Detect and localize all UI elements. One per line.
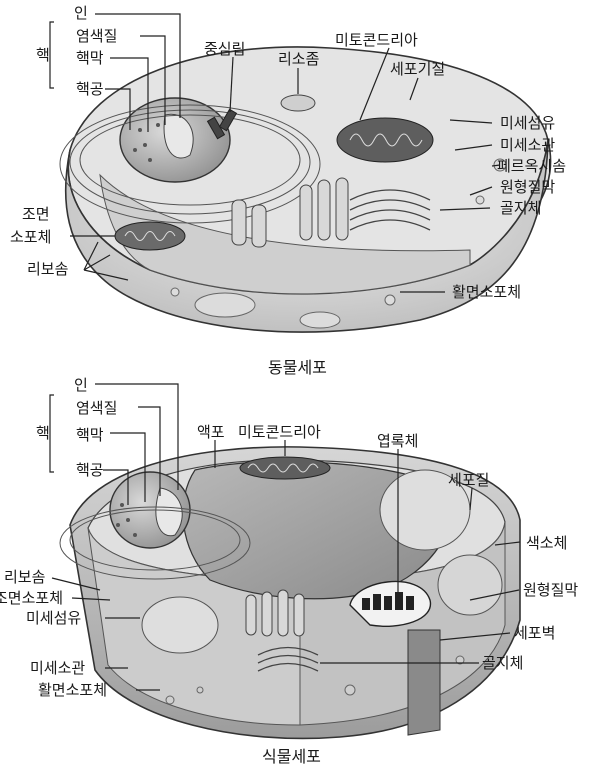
plant-mitochondrion bbox=[239, 456, 331, 480]
plant-label-vacuole: 액포 bbox=[197, 423, 225, 441]
animal-label-golgi: 골지체 bbox=[500, 199, 541, 217]
plant-golgi bbox=[257, 646, 319, 672]
animal-label-microfilament: 미세섬유 bbox=[500, 114, 555, 132]
animal-label-peroxisome: 페르옥시솜 bbox=[497, 157, 566, 175]
plant-label-chromatin: 염색질 bbox=[76, 399, 117, 417]
animal-mitochondrion-top-cristae bbox=[349, 133, 423, 147]
plant-er-rings bbox=[59, 506, 251, 580]
plant-plastid-2 bbox=[437, 554, 503, 616]
plant-plastid-3 bbox=[141, 596, 219, 654]
animal-centrosome bbox=[206, 108, 238, 140]
animal-label-nucleolus: 인 bbox=[74, 4, 88, 22]
plant-cell-illustration bbox=[59, 446, 521, 740]
animal-label-mitochondria: 미토콘드리아 bbox=[335, 31, 418, 49]
animal-golgi bbox=[349, 189, 431, 231]
animal-cell-illustration bbox=[59, 46, 552, 333]
plant-label-cytoplasm: 세포질 bbox=[448, 471, 489, 489]
animal-mitochondrion-lower-cristae bbox=[124, 231, 176, 241]
animal-lysosome bbox=[280, 94, 316, 112]
plant-mitochondrion-cristae bbox=[247, 463, 319, 473]
animal-label-nucleus-group: 핵 bbox=[36, 46, 50, 64]
plant-labels: 핵 인 염색질 핵막 핵공 액포 미토콘드리아 엽록체 세포질 색소체 리보솜 … bbox=[0, 376, 578, 766]
animal-label-nuclear-envelope: 핵막 bbox=[76, 49, 104, 67]
plant-label-golgi: 골지체 bbox=[482, 654, 523, 672]
plant-label-nucleus-group: 핵 bbox=[36, 424, 50, 442]
animal-label-lysosome: 리소좀 bbox=[278, 50, 319, 68]
plant-label-chloroplast: 엽록체 bbox=[377, 432, 418, 450]
plant-chloroplast-grana bbox=[362, 592, 414, 610]
animal-nuclear-pores bbox=[133, 123, 160, 162]
plant-label-rough-er: 조면소포체 bbox=[0, 589, 63, 607]
plant-microtubules bbox=[245, 589, 305, 637]
plant-label-microfilament: 미세섬유 bbox=[26, 609, 81, 627]
animal-label-centrosome: 중심립 bbox=[204, 40, 245, 58]
plant-label-nuclear-pore: 핵공 bbox=[76, 461, 104, 479]
plant-nucleolus bbox=[155, 487, 183, 537]
animal-label-plasma-membrane: 원형질막 bbox=[500, 178, 555, 196]
animal-microtubules bbox=[231, 177, 349, 248]
animal-label-rough-er-line1: 조면 bbox=[22, 205, 50, 223]
animal-label-nuclear-pore: 핵공 bbox=[76, 80, 104, 98]
plant-label-ribosome: 리보솜 bbox=[4, 568, 45, 586]
plant-label-nucleolus: 인 bbox=[74, 376, 88, 394]
animal-label-rough-er-line2: 소포체 bbox=[10, 228, 51, 246]
plant-leader-lines bbox=[49, 383, 521, 691]
animal-leader-lines bbox=[49, 13, 501, 293]
animal-label-cytoplasmic-matrix: 세포기질 bbox=[390, 60, 445, 78]
plant-label-mitochondria: 미토콘드리아 bbox=[238, 423, 321, 441]
animal-label-smooth-er: 활면소포체 bbox=[452, 283, 521, 301]
plant-label-plasma-membrane: 원형질막 bbox=[523, 581, 578, 599]
animal-label-ribosome: 리보솜 bbox=[27, 260, 68, 278]
plant-cell-wall-strip bbox=[407, 629, 441, 736]
plant-label-microtubule: 미세소관 bbox=[30, 659, 85, 677]
animal-nucleolus bbox=[163, 113, 194, 159]
animal-cell-caption: 동물세포 bbox=[268, 358, 327, 377]
plant-cell-caption: 식물세포 bbox=[262, 747, 321, 766]
plant-label-cell-wall: 세포벽 bbox=[514, 624, 555, 642]
plant-label-smooth-er: 활면소포체 bbox=[38, 681, 107, 699]
plant-label-nuclear-envelope: 핵막 bbox=[76, 426, 104, 444]
animal-label-chromatin: 염색질 bbox=[76, 27, 117, 45]
animal-cut-face bbox=[99, 173, 471, 295]
animal-label-microtubule: 미세소관 bbox=[500, 136, 555, 154]
animal-labels: 핵 인 염색질 핵막 핵공 중심립 리소좀 미토콘드리아 세포기질 미세섬유 미… bbox=[10, 4, 566, 377]
animal-er-rings bbox=[59, 104, 321, 224]
plant-nuclear-pores bbox=[116, 503, 137, 537]
animal-mitochondrion-top bbox=[336, 117, 434, 163]
plant-label-chromoplast: 색소체 bbox=[526, 534, 567, 552]
